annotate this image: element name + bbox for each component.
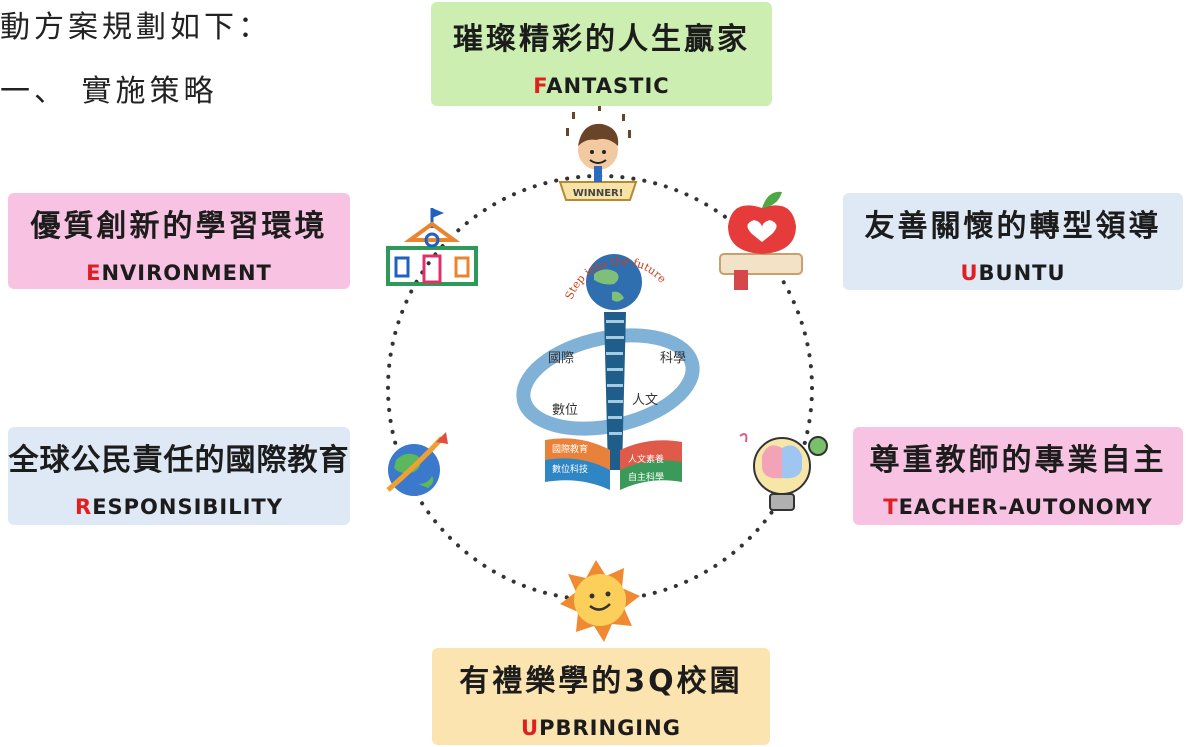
tower-icon [604,312,626,470]
box-ubuntu-zh: 友善關懷的轉型領導 [864,209,1162,244]
word-global: 國際 [548,351,574,366]
heading-line-2: 一、 實施策略 [0,74,218,109]
heading-line-1: 動方案規劃如下： [0,10,272,45]
word-humanities: 人文 [632,393,658,408]
box-fantastic-zh: 璀璨精彩的人生贏家 [453,22,750,57]
book-label-1: 國際教育 [552,443,588,455]
center-emblem: Step into the future 國際 科學 數位 人文 國際教育 人文… [516,254,700,490]
box-teacher-autonomy-zh: 尊重教師的專業自主 [869,443,1167,478]
box-upbringing-en: UPBRINGING [521,716,681,740]
brain-bulb-icon [739,433,828,511]
box-environment: 優質創新的學習環境 ENVIRONMENT [8,193,350,289]
book-label-4: 自主科學 [628,471,664,483]
book-label-3: 數位科技 [552,463,588,475]
box-responsibility-zh: 全球公民責任的國際教育 [8,443,350,478]
apple-book-icon [719,191,803,290]
book-label-2: 人文素養 [628,453,664,465]
box-ubuntu-en: UBUNTU [960,261,1066,285]
box-fantastic-en: FANTASTIC [533,74,670,98]
box-fantastic: 璀璨精彩的人生贏家 FANTASTIC [431,2,772,106]
box-upbringing-zh: 有禮樂學的3Q校園 [459,664,743,699]
globe-rocket-icon [386,432,448,496]
box-responsibility: 全球公民責任的國際教育 RESPONSIBILITY [8,427,350,525]
sun-icon [560,560,640,642]
box-environment-en: ENVIRONMENT [86,261,272,285]
school-icon [386,208,478,286]
box-teacher-autonomy: 尊重教師的專業自主 TEACHER-AUTONOMY [853,427,1183,525]
box-ubuntu: 友善關懷的轉型領導 UBUNTU [843,193,1183,290]
box-responsibility-en: RESPONSIBILITY [75,495,283,519]
word-digital: 數位 [552,403,578,418]
winner-icon: WINNER! [558,104,638,201]
word-science: 科學 [660,351,686,366]
box-upbringing: 有禮樂學的3Q校園 UPBRINGING [432,648,770,745]
box-teacher-autonomy-en: TEACHER-AUTONOMY [883,495,1153,519]
winner-text: WINNER! [573,188,624,199]
box-environment-zh: 優質創新的學習環境 [30,209,328,244]
